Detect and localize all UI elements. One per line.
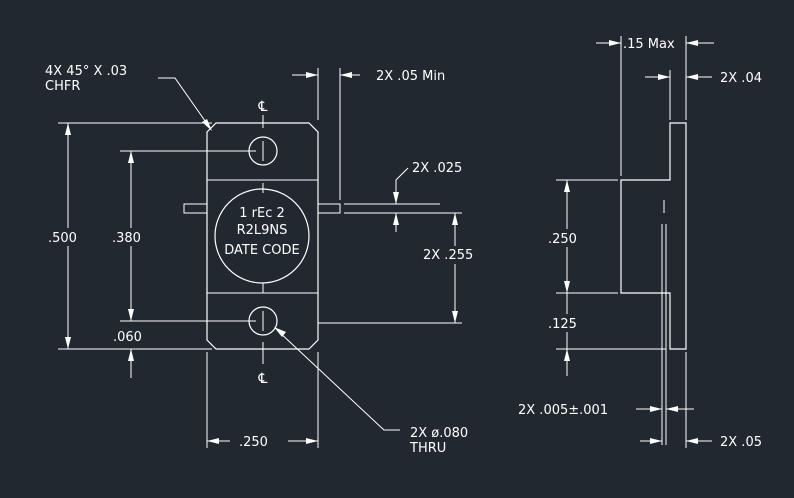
dim-hole-spacing-label: .380 — [112, 231, 141, 246]
dim-lead-min-label: 2X .05 Min — [376, 69, 445, 84]
dim-flange-left-arrow — [658, 74, 670, 80]
dim-max-left-arrow — [609, 40, 621, 46]
front-view: 1 rEc 2 R2L9NS DATE CODE ℄ ℄ — [183, 99, 341, 387]
dim-gap-left-arrow — [650, 406, 662, 412]
marking-circle — [214, 188, 310, 284]
flange-outline — [206, 122, 319, 350]
dim-width-arrow-right — [306, 438, 318, 444]
dim-thickness-top-line — [395, 167, 409, 204]
dim-hole-spacing-arrow-bottom — [128, 309, 134, 321]
dim-lead-height-arrow-bottom — [452, 311, 458, 323]
dim-lead-height-arrow-top — [452, 213, 458, 225]
dim-hole-spacing-mask — [110, 228, 152, 246]
dim-leadw-label: 2X .05 — [720, 435, 762, 450]
dim-gap-right-arrow — [666, 406, 678, 412]
hole-note-line-1: 2X ø.080 — [410, 426, 468, 441]
side-profile — [620, 122, 687, 350]
dim-thickness-top-arrow — [393, 192, 399, 204]
hole-note-line-2: THRU — [409, 441, 446, 456]
side-view — [620, 122, 687, 445]
dim-body-arrow-top — [564, 180, 570, 192]
right-lead — [317, 203, 341, 214]
dim-flange-label: 2X .04 — [720, 71, 762, 86]
dim-overall-mask — [46, 228, 86, 246]
dim-overall-arrow-top — [65, 123, 71, 135]
chamfer-note-line-2: CHFR — [45, 79, 80, 94]
chamfer-leader-arrow — [202, 119, 212, 131]
dim-max-right-arrow — [686, 40, 698, 46]
chamfer-leader — [158, 77, 211, 129]
dim-width-label: .250 — [239, 435, 268, 450]
dim-flange-right-arrow — [686, 74, 698, 80]
dim-lead-height-label: 2X .255 — [423, 248, 473, 263]
dim-step-mask — [546, 314, 588, 332]
dim-offset-arrow — [128, 349, 134, 361]
centerline-symbol-top: ℄ — [258, 99, 268, 115]
marking-line-3: DATE CODE — [224, 243, 300, 258]
hole-leader — [276, 329, 400, 431]
dim-lead-min-left-arrow — [306, 72, 318, 78]
dim-leadw-right-arrow — [686, 438, 698, 444]
chamfer-note-line-1: 4X 45° X .03 — [45, 64, 127, 79]
dim-lead-min-right-arrow — [340, 72, 352, 78]
side-view-dimensions: .15 Max 2X .04 .250 .125 2X .005±.001 — [518, 36, 762, 450]
dim-leadw-left-arrow — [650, 438, 662, 444]
left-lead — [183, 203, 208, 214]
dim-offset-label: .060 — [113, 330, 142, 345]
dim-max-label: .15 Max — [623, 37, 675, 52]
dim-body-arrow-bottom — [564, 281, 570, 293]
dim-thickness-bottom-arrow — [393, 213, 399, 225]
centerline-symbol-bottom: ℄ — [258, 371, 268, 387]
front-view-dimensions: 4X 45° X .03 CHFR 2X .05 Min 2X .025 2X … — [45, 64, 490, 456]
dim-body-mask — [546, 229, 588, 247]
marking-line-2: R2L9NS — [237, 223, 288, 238]
dim-body-label: .250 — [548, 232, 577, 247]
dim-thickness-label: 2X .025 — [412, 161, 462, 176]
dim-gap-label: 2X .005±.001 — [518, 403, 608, 418]
dim-step-label: .125 — [548, 317, 577, 332]
dim-hole-spacing-arrow-top — [128, 151, 134, 163]
marking-line-1: 1 rEc 2 — [239, 206, 285, 221]
dim-width-arrow-left — [207, 438, 219, 444]
dim-overall-arrow-bottom — [65, 337, 71, 349]
dim-lead-height-mask — [418, 246, 490, 264]
hole-leader-arrow — [274, 327, 286, 337]
dim-overall-label: .500 — [48, 231, 77, 246]
